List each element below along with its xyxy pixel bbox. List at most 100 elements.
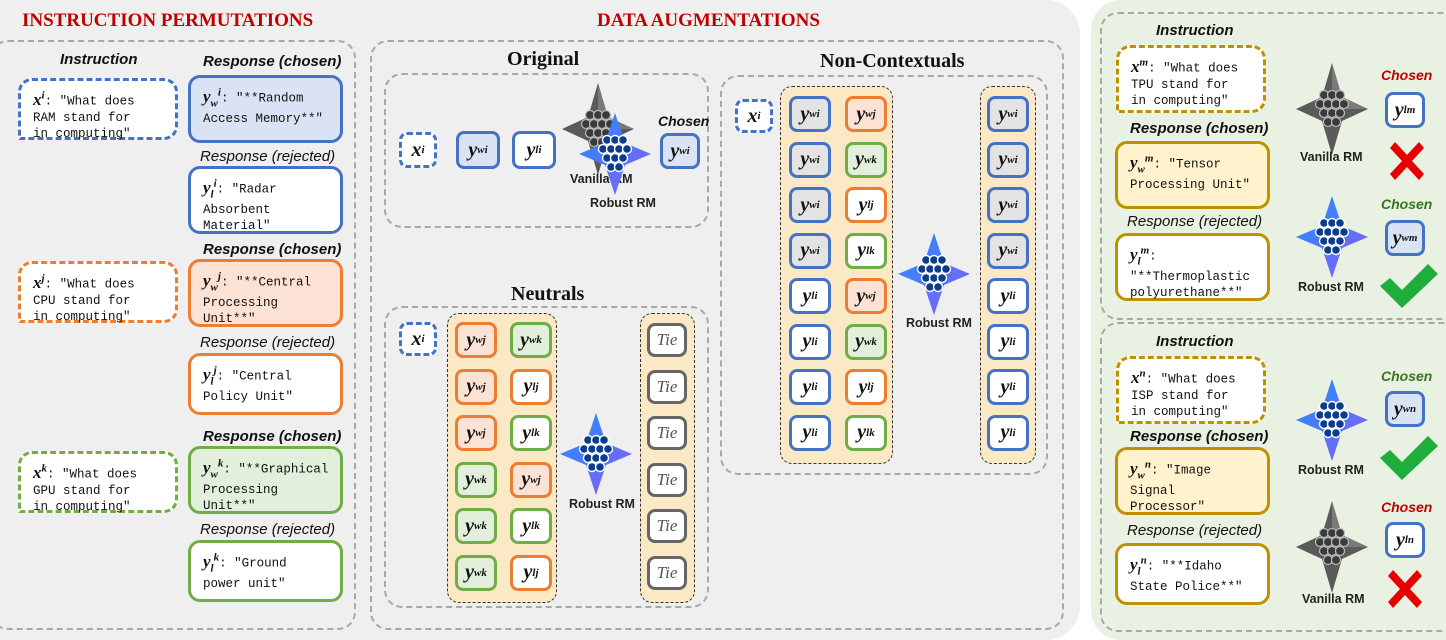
response-chosen-heading-m: Response (chosen) (1130, 120, 1269, 137)
instruction-heading-m: Instruction (1156, 22, 1234, 39)
chosen-label-robust-m: Chosen (1381, 196, 1433, 212)
response-chosen-n: ywn: "Image Signal Processor" (1115, 447, 1270, 515)
response-rejected-heading-n: Response (rejected) (1127, 522, 1263, 539)
instruction-heading: Instruction (60, 51, 138, 68)
vanilla-rm-icon (1295, 500, 1369, 594)
response-chosen-k: ywk: "**Graphical Processing Unit**" (188, 446, 343, 514)
tie-token: Tie (647, 462, 687, 497)
response-rejected-m: ylm: "**Thermoplastic polyurethane**" (1115, 233, 1270, 301)
instruction-heading-n: Instruction (1156, 333, 1234, 350)
instruction-xm: xm: "What does TPU stand for in computin… (1116, 45, 1266, 113)
response-rejected-n: yln: "**Idaho State Police**" (1115, 543, 1270, 605)
robust-rm-label-neutrals: Robust RM (569, 497, 635, 511)
non-contextuals-box (720, 75, 1048, 475)
neutrals-title: Neutrals (511, 283, 585, 305)
response-chosen-i: ywi: "**Random Access Memory**" (188, 75, 343, 143)
cross-icon (1388, 570, 1422, 608)
response-rejected-k: ylk: "Ground power unit" (188, 540, 343, 602)
robust-rm-label-m: Robust RM (1298, 280, 1364, 294)
response-rejected-j: ylj: "Central Policy Unit" (188, 353, 343, 415)
tie-token: Tie (647, 555, 687, 590)
checkmark-icon (1380, 436, 1438, 480)
chosen-label-original: Chosen (658, 113, 710, 129)
instruction-permutations-title: INSTRUCTION PERMUTATIONS (22, 10, 314, 31)
tie-token: Tie (647, 369, 687, 404)
robust-rm-label-original: Robust RM (590, 196, 656, 210)
response-rejected-heading-m: Response (rejected) (1127, 213, 1263, 230)
cross-icon (1390, 142, 1424, 180)
neutrals-tie-group (640, 313, 695, 603)
tie-token: Tie (647, 416, 687, 450)
vanilla-rm-label-n: Vanilla RM (1302, 592, 1365, 606)
data-augmentations-title: DATA AUGMENTATIONS (597, 10, 820, 31)
response-chosen-heading: Response (chosen) (203, 53, 342, 70)
response-rejected-heading-i: Response (rejected) (200, 148, 336, 165)
response-rejected-heading-j: Response (rejected) (200, 334, 336, 351)
robust-rm-icon (578, 112, 652, 196)
response-rejected-i: yli: "Radar Absorbent Material" (188, 166, 343, 234)
robust-rm-icon (897, 232, 971, 316)
robust-rm-label-noncontextual: Robust RM (906, 316, 972, 330)
response-chosen-heading-n: Response (chosen) (1130, 428, 1269, 445)
original-box (384, 73, 709, 228)
response-chosen-j: ywj: "**Central Processing Unit**" (188, 259, 343, 327)
tie-token: Tie (647, 509, 687, 543)
tie-token: Tie (647, 323, 687, 357)
robust-rm-icon (1295, 378, 1369, 462)
vanilla-rm-label-m: Vanilla RM (1300, 150, 1363, 164)
checkmark-icon (1380, 264, 1438, 308)
chosen-label-vanilla-m: Chosen (1381, 67, 1433, 83)
neutrals-box (384, 306, 709, 608)
response-chosen-heading-k: Response (chosen) (203, 428, 342, 445)
robust-rm-label-n: Robust RM (1298, 463, 1364, 477)
response-rejected-heading-k: Response (rejected) (200, 521, 336, 538)
non-contextuals-title: Non-Contextuals (820, 50, 965, 72)
instruction-xn: xn: "What does ISP stand for in computin… (1116, 356, 1266, 424)
response-chosen-heading-j: Response (chosen) (203, 241, 342, 258)
vanilla-rm-icon (1295, 62, 1369, 156)
instruction-xi: xi: "What does RAM stand for in computin… (18, 78, 178, 141)
robust-rm-icon (1295, 195, 1369, 279)
